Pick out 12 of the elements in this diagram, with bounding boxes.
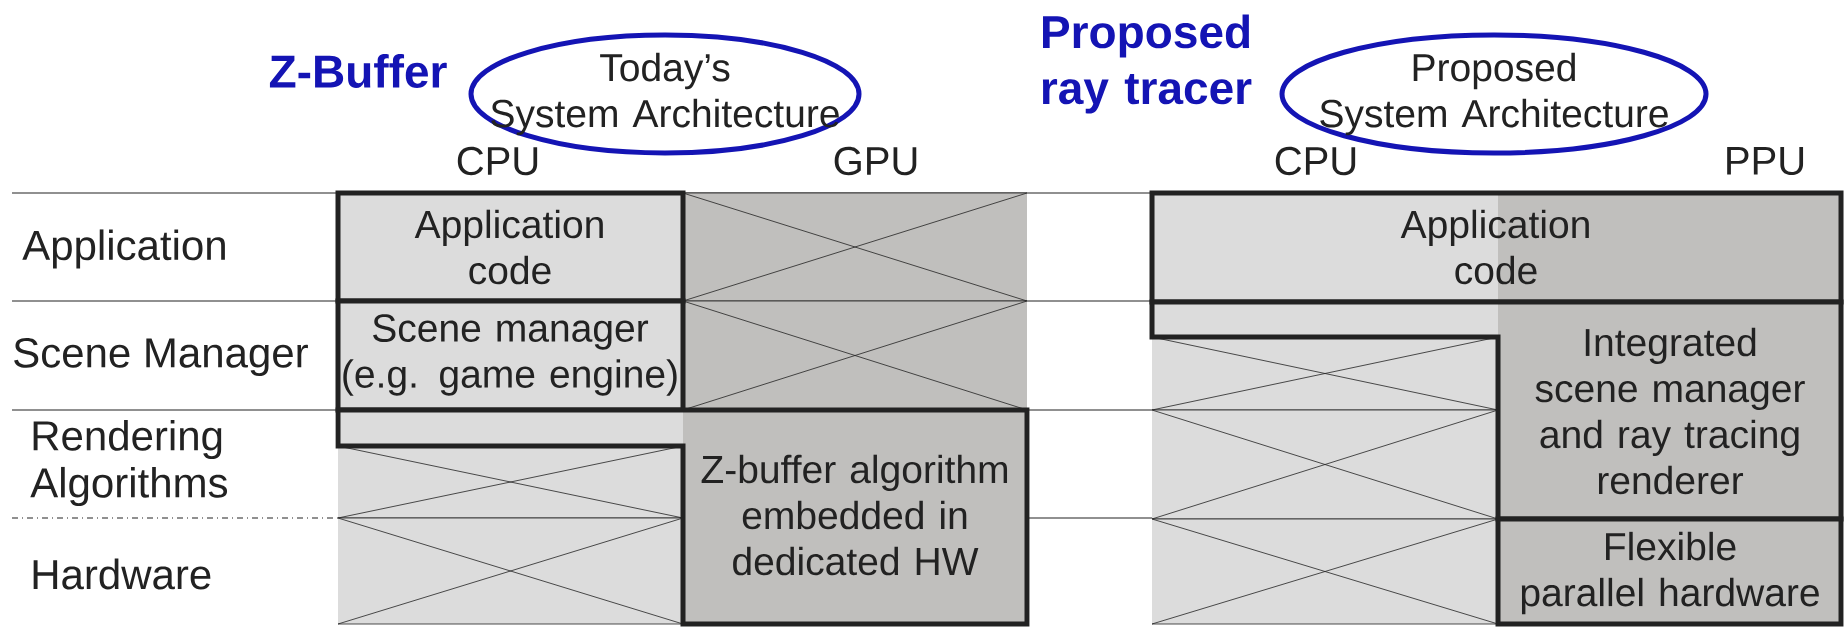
layer-box: Integrated scene manager and ray tracing renderer: [1149, 299, 1844, 522]
layer-box: Application code: [1149, 190, 1844, 305]
column-label: PPU: [1727, 147, 1804, 175]
layer-box: Flexible parallel hardware: [1495, 516, 1844, 627]
heading: Z-Buffer: [269, 54, 447, 88]
heading: Proposed ray tracer: [1042, 14, 1252, 114]
layer-box: Application code: [335, 190, 686, 304]
row-label: Scene Manager: [14, 338, 308, 377]
layer-box: Z-buffer algorithm embedded in dedicated HW: [335, 407, 1030, 627]
row-label: Rendering Algorithms: [30, 419, 228, 507]
row-label: Hardware: [33, 558, 211, 590]
row-label: Application: [22, 229, 225, 269]
